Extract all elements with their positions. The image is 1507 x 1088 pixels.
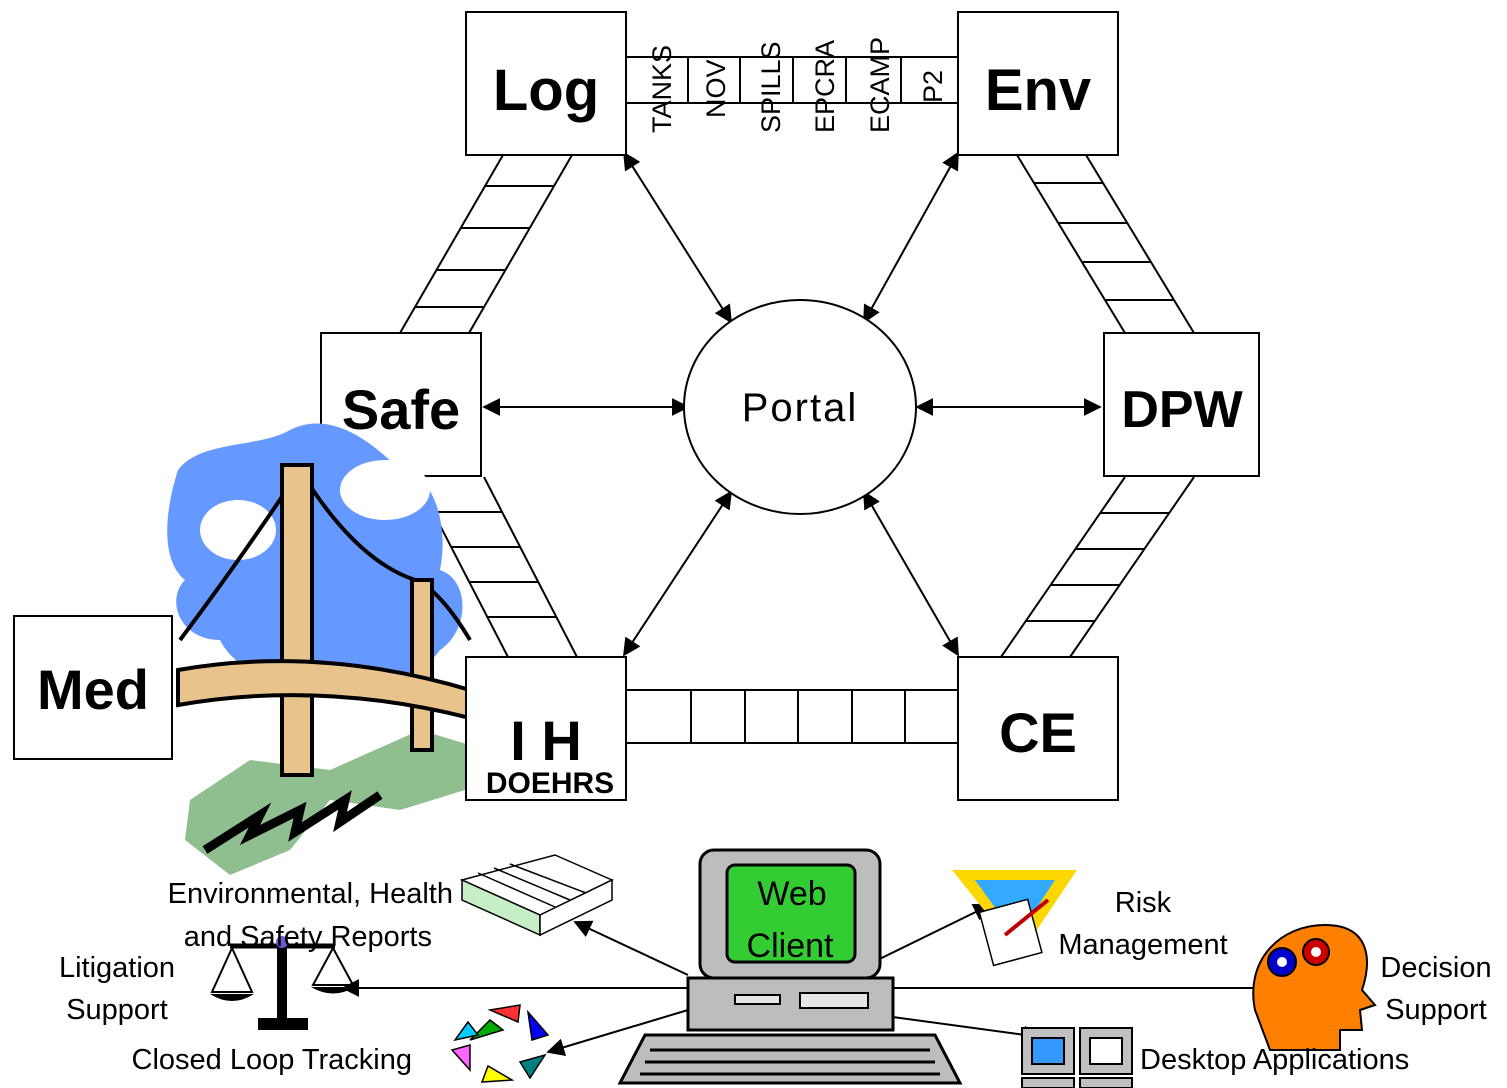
bridge-tower-right xyxy=(410,578,434,752)
report-stack-icon xyxy=(459,854,614,937)
ladder-label-tanks: TANKS xyxy=(647,45,677,133)
zigzag-road xyxy=(202,790,383,854)
closed-loop-label: Closed Loop Tracking xyxy=(132,1044,413,1076)
floppy-drive xyxy=(734,994,781,1005)
monitor-screen xyxy=(725,863,857,964)
ladder-ih-ce xyxy=(626,689,958,744)
bridge-clipart xyxy=(167,423,472,875)
log-label: Log xyxy=(493,58,599,123)
ehs-reports-label-line2: and Safety Reports xyxy=(184,921,432,953)
cycle-arrows-icon xyxy=(450,1004,550,1083)
desktop-apps-label: Desktop Applications xyxy=(1140,1044,1409,1076)
ladder-label-p2: P2 xyxy=(918,70,948,103)
dpw-box[interactable] xyxy=(1103,332,1260,477)
ih-box[interactable] xyxy=(465,656,627,801)
risk-management-icon xyxy=(952,870,1077,967)
decision-label-line1: Decision xyxy=(1380,952,1491,984)
med-label: Med xyxy=(37,658,149,721)
cloud-white-2 xyxy=(340,460,430,520)
ladder-label-epcra: EPCRA xyxy=(810,40,840,133)
ladder-dpw-ce xyxy=(1000,476,1195,658)
client-arrows xyxy=(341,904,1286,1056)
system-unit xyxy=(686,976,895,1032)
client-label: Client xyxy=(747,927,834,965)
med-box[interactable] xyxy=(13,615,173,760)
ladder-labels: TANKS NOV SPILLS EPCRA ECAMP P2 xyxy=(647,37,948,133)
log-box[interactable] xyxy=(465,11,627,156)
safe-label: Safe xyxy=(342,378,460,441)
ce-box[interactable] xyxy=(957,656,1119,801)
ladder-log-env xyxy=(626,56,958,104)
ladder-label-ecamp: ECAMP xyxy=(865,37,895,133)
ladder-log-safe xyxy=(399,154,573,334)
keyboard xyxy=(617,1033,963,1085)
decision-label-line2: Support xyxy=(1385,994,1487,1026)
doehrs-label: DOEHRS xyxy=(486,767,614,800)
ehs-reports-label-line1: Environmental, Health xyxy=(168,878,453,910)
ce-label: CE xyxy=(999,701,1077,764)
ladder-env-dpw xyxy=(1016,154,1195,334)
ladder-label-spills: SPILLS xyxy=(756,41,786,133)
web-label: Web xyxy=(757,875,826,913)
risk-label-line2: Management xyxy=(1058,929,1227,961)
litigation-label-line1: Litigation xyxy=(59,952,175,984)
grass xyxy=(185,730,470,875)
web-client-computer[interactable] xyxy=(617,848,963,1085)
risk-label-line1: Risk xyxy=(1115,887,1172,919)
bridge-cables xyxy=(178,466,472,642)
ladder-label-nov: NOV xyxy=(701,59,731,118)
bridge-tower-left xyxy=(280,463,314,777)
portal-label: Portal xyxy=(742,386,859,430)
keyboard-keys xyxy=(640,1048,940,1076)
desktop-apps-icons xyxy=(1021,1027,1133,1088)
env-box[interactable] xyxy=(957,11,1119,156)
power-panel xyxy=(799,992,869,1009)
portal-circle[interactable] xyxy=(683,299,917,515)
ih-label: I H xyxy=(510,709,582,772)
dpw-label: DPW xyxy=(1121,381,1243,439)
litigation-label-line2: Support xyxy=(66,994,168,1026)
portal-arrows xyxy=(482,151,1102,657)
cloud-white-1 xyxy=(200,500,276,560)
head-gears-icon xyxy=(1252,923,1377,1051)
env-label: Env xyxy=(985,58,1091,123)
scales-of-justice-icon xyxy=(210,936,355,1030)
